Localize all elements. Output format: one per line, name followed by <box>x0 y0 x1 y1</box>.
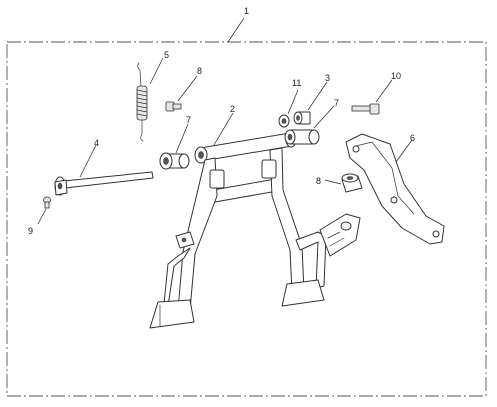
callout-8: 8 <box>197 66 202 76</box>
bumper-part-9 <box>341 173 363 193</box>
leader-2 <box>213 112 234 146</box>
callout-11: 10 <box>391 71 401 81</box>
screw-part-10 <box>43 196 51 209</box>
washer-part-12 <box>278 114 290 128</box>
leader-8 <box>177 75 198 102</box>
bracket-plate-part-6 <box>345 133 445 245</box>
callout-10: 9 <box>28 226 33 236</box>
callout-6: 6 <box>410 133 415 143</box>
leader-12 <box>287 89 299 115</box>
callout-3: 3 <box>325 73 330 83</box>
callout-1: 1 <box>244 6 249 16</box>
leader-4 <box>79 144 97 178</box>
bushing-part-3 <box>293 111 311 125</box>
pivot-bolt-part-4 <box>54 171 154 196</box>
leader-6 <box>395 139 413 163</box>
bushing-part-7-left <box>159 152 190 170</box>
callout-7b: 7 <box>334 98 339 108</box>
callout-2: 2 <box>230 104 235 114</box>
callout-12: 11 <box>292 78 301 88</box>
callout-9: 8 <box>316 176 321 186</box>
callout-5: 5 <box>164 50 169 60</box>
bushing-part-7-right <box>284 129 320 145</box>
bolt-part-8 <box>165 101 182 112</box>
callout-7a: 7 <box>186 115 191 125</box>
leader-7b <box>313 105 335 129</box>
leader-9 <box>324 179 342 185</box>
leader-10 <box>37 208 47 225</box>
leader-3 <box>307 81 328 111</box>
leader-1 <box>227 17 245 43</box>
spring-part <box>136 62 148 142</box>
callout-4: 4 <box>94 138 99 148</box>
leader-7a <box>175 123 189 154</box>
bolt-part-11 <box>351 103 380 115</box>
leader-11 <box>375 79 393 103</box>
leader-5 <box>149 57 164 85</box>
diagram-frame <box>6 41 487 397</box>
